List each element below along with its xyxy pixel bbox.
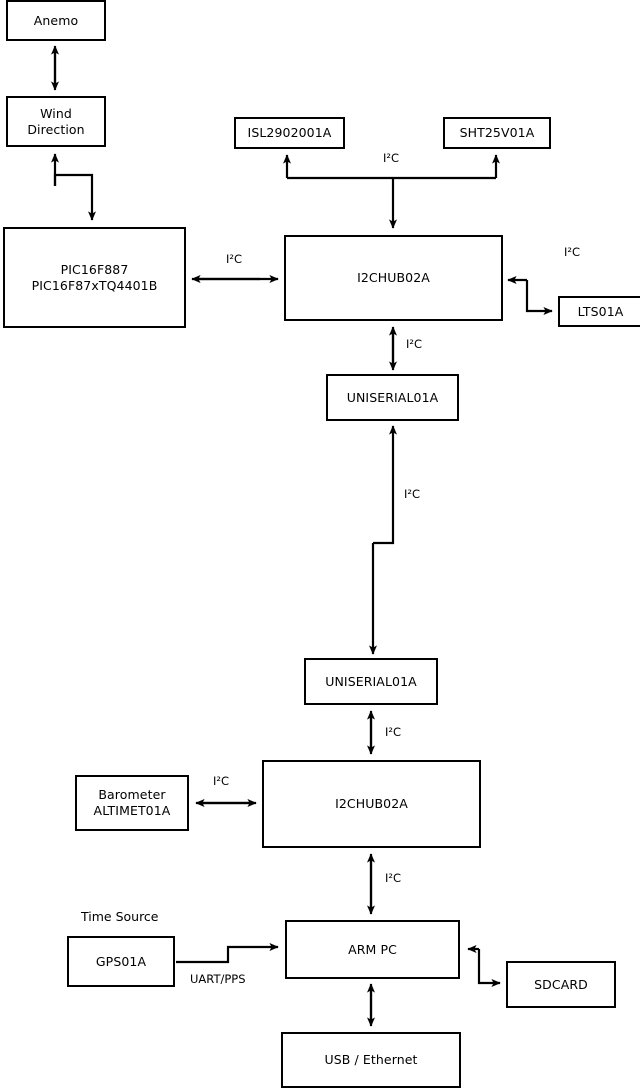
node-wind-direction-label: Wind Direction xyxy=(27,105,85,137)
node-sdcard[interactable]: SDCARD xyxy=(506,961,616,1008)
node-isl2902001a-label: ISL2902001A xyxy=(247,125,332,140)
edge-label-i2c-pic-hub: I²C xyxy=(226,252,243,266)
edge-label-i2c-uniserial2-hub: I²C xyxy=(385,725,402,739)
node-uniserial01a-upper-label: UNISERIAL01A xyxy=(346,389,439,405)
node-lts01a[interactable]: LTS01A xyxy=(558,296,640,327)
node-pic-microcontroller-label: PIC16F887 PIC16F87xTQ4401B xyxy=(31,261,158,293)
node-lts01a-label: LTS01A xyxy=(577,303,624,319)
node-arm-pc[interactable]: ARM PC xyxy=(285,920,460,979)
node-anemo[interactable]: Anemo xyxy=(6,0,106,41)
node-sdcard-label: SDCARD xyxy=(534,976,588,992)
node-pic-microcontroller[interactable]: PIC16F887 PIC16F87xTQ4401B xyxy=(3,227,186,328)
connector-hub-to-lts xyxy=(525,280,553,315)
edge-label-i2c-hub-armpc: I²C xyxy=(385,871,402,885)
connector-pic-wind-step xyxy=(53,173,96,221)
edge-label-i2c-hub-sensors: I²C xyxy=(383,151,400,165)
node-i2chub02a-top-label: I2CHUB02A xyxy=(357,270,430,285)
node-barometer-altimet01a[interactable]: Barometer ALTIMET01A xyxy=(75,775,189,831)
edge-label-uart-pps: UART/PPS xyxy=(190,972,246,986)
node-usb-ethernet-label: USB / Ethernet xyxy=(324,1052,418,1067)
connector-gps-armpc xyxy=(176,943,279,964)
node-wind-direction[interactable]: Wind Direction xyxy=(6,96,106,147)
node-sht25v01a[interactable]: SHT25V01A xyxy=(443,117,551,149)
edge-label-i2c-hub-lts: I²C xyxy=(564,245,581,259)
connector-uniserial-link-up xyxy=(373,425,397,545)
node-uniserial01a-lower[interactable]: UNISERIAL01A xyxy=(304,658,438,705)
node-i2chub02a-bottom-label: I2CHUB02A xyxy=(335,796,408,811)
node-i2chub02a-bottom[interactable]: I2CHUB02A xyxy=(262,760,481,848)
node-usb-ethernet[interactable]: USB / Ethernet xyxy=(281,1032,461,1088)
edge-label-i2c-uniserial-link: I²C xyxy=(404,487,421,501)
node-barometer-altimet01a-label: Barometer ALTIMET01A xyxy=(93,787,171,818)
edge-label-i2c-hub-uniserial: I²C xyxy=(406,337,423,351)
node-sht25v01a-label: SHT25V01A xyxy=(459,125,535,140)
edge-label-i2c-barometer-hub: I²C xyxy=(213,774,230,788)
node-isl2902001a[interactable]: ISL2902001A xyxy=(234,117,345,149)
label-time-source: Time Source xyxy=(81,909,159,924)
node-arm-pc-label: ARM PC xyxy=(348,941,397,957)
node-uniserial01a-lower-label: UNISERIAL01A xyxy=(325,673,417,689)
node-gps01a[interactable]: GPS01A xyxy=(67,936,175,987)
node-anemo-label: Anemo xyxy=(33,12,79,28)
node-gps01a-label: GPS01A xyxy=(95,953,147,969)
connector-armpc-to-sdcard xyxy=(477,949,501,987)
node-uniserial01a-upper[interactable]: UNISERIAL01A xyxy=(326,374,459,421)
node-i2chub02a-top[interactable]: I2CHUB02A xyxy=(284,235,503,321)
